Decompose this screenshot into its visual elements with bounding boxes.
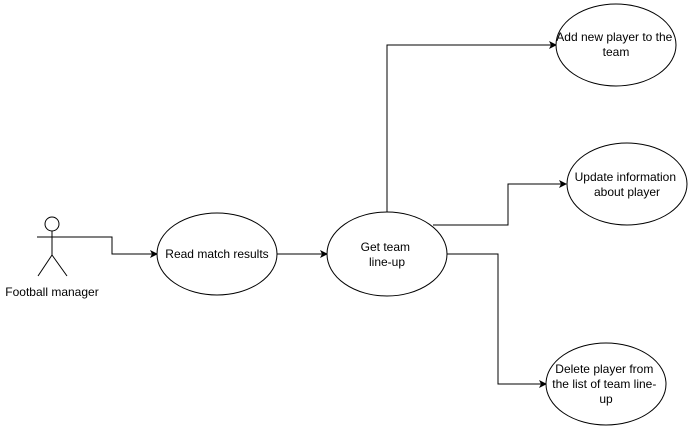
use-case-update-information-label: Update information about player (575, 170, 680, 199)
use-case-read-match-results-ellipse (156, 212, 278, 296)
edge-actor-to-read-match-results (54, 236, 158, 258)
use-case-label-line: about player (594, 185, 660, 199)
use-case-add-new-player: Add new player to the team (555, 3, 677, 87)
use-case-update-information-ellipse (566, 142, 688, 226)
use-case-update-information: Update information about player (566, 142, 688, 226)
use-case-delete-player-label: Delete player from the list of team line… (552, 362, 659, 406)
use-case-label-line: line-up (369, 255, 405, 269)
actor-left-leg (37, 254, 53, 277)
use-case-label-line: the list of team line- (552, 377, 656, 391)
use-case-label-line: team (603, 45, 630, 59)
use-case-label-line: up (599, 392, 613, 406)
actor-right-leg (51, 254, 68, 277)
use-case-read-match-results-label: Read match results (165, 247, 268, 261)
use-case-label-line: Delete player from (555, 362, 653, 376)
use-case-label-line: Update information (575, 170, 676, 184)
use-case-read-match-results: Read match results (156, 212, 278, 296)
use-case-delete-player: Delete player from the list of team line… (545, 342, 667, 426)
edge-get-team-lineup-to-delete-player (447, 253, 547, 388)
use-case-add-new-player-ellipse (555, 3, 677, 87)
use-case-label-line: Get team (361, 240, 410, 254)
use-case-delete-player-ellipse (545, 342, 667, 426)
actor-head (44, 216, 60, 232)
use-case-add-new-player-label: Add new player to the team (556, 30, 675, 59)
edge-get-team-lineup-to-update-information (433, 180, 567, 226)
use-case-get-team-lineup: Get team line-up (326, 211, 448, 297)
use-case-get-team-lineup-ellipse (326, 211, 448, 297)
actor-football-manager: Football manager (5, 216, 99, 299)
use-case-label-line: Add new player to the (556, 30, 672, 44)
use-case-get-team-lineup-label: Get team line-up (361, 240, 414, 269)
edge-get-team-lineup-to-add-new-player (386, 41, 557, 212)
actor-label: Football manager (5, 285, 98, 299)
use-case-label-line: Read match results (165, 247, 268, 261)
